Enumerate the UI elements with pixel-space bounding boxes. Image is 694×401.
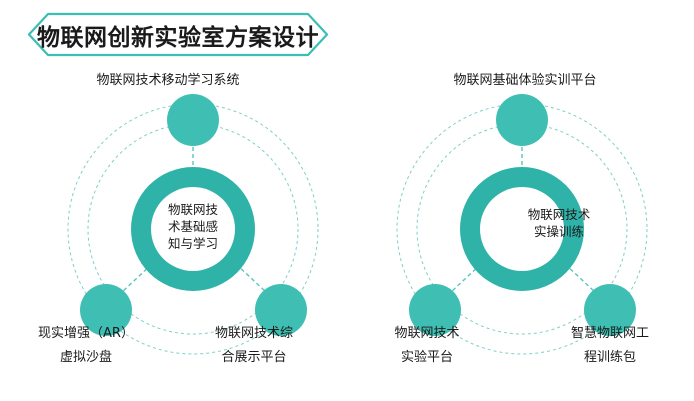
node-bottom-left[interactable] <box>80 284 132 336</box>
diagram-left: 物联网技 术基础感 知与学习 物联网技术移动学习系统 现实增强（AR） 虚拟沙盘… <box>0 64 347 401</box>
banner-chevron-border-icon <box>27 12 329 57</box>
node-bottom-right[interactable] <box>584 284 636 336</box>
node-label-top: 物联网技术移动学习系统 <box>96 73 240 88</box>
page-title: 物联网创新实验室方案设计 <box>37 24 319 51</box>
hub-label: 物联网技 术基础感 知与学习 <box>167 202 218 251</box>
node-top[interactable] <box>496 94 548 146</box>
node-label-bottom-left: 现实增强（AR） 虚拟沙盘 <box>38 326 134 365</box>
hub-center <box>480 187 564 271</box>
hub-label: 物联网技术 实操训练 <box>527 207 591 239</box>
node-label-bottom-left: 物联网技术 实验平台 <box>394 326 460 365</box>
node-label-bottom-right: 物联网技术综 合展示平台 <box>214 326 293 365</box>
node-label-top: 物联网基础体验实训平台 <box>453 73 597 88</box>
node-bottom-right[interactable] <box>255 284 307 336</box>
diagram-right: 物联网技术 实操训练 物联网基础体验实训平台 物联网技术 实验平台 智慧物联网工… <box>347 64 694 401</box>
page-title-banner: 物联网创新实验室方案设计 <box>26 12 330 57</box>
node-top[interactable] <box>167 94 219 146</box>
diagram-left-graphics <box>67 94 319 355</box>
node-label-bottom-right: 智慧物联网工 程训练包 <box>570 326 649 365</box>
node-bottom-left[interactable] <box>409 284 461 336</box>
hub-center <box>151 187 235 271</box>
diagram-right-graphics <box>396 94 648 355</box>
